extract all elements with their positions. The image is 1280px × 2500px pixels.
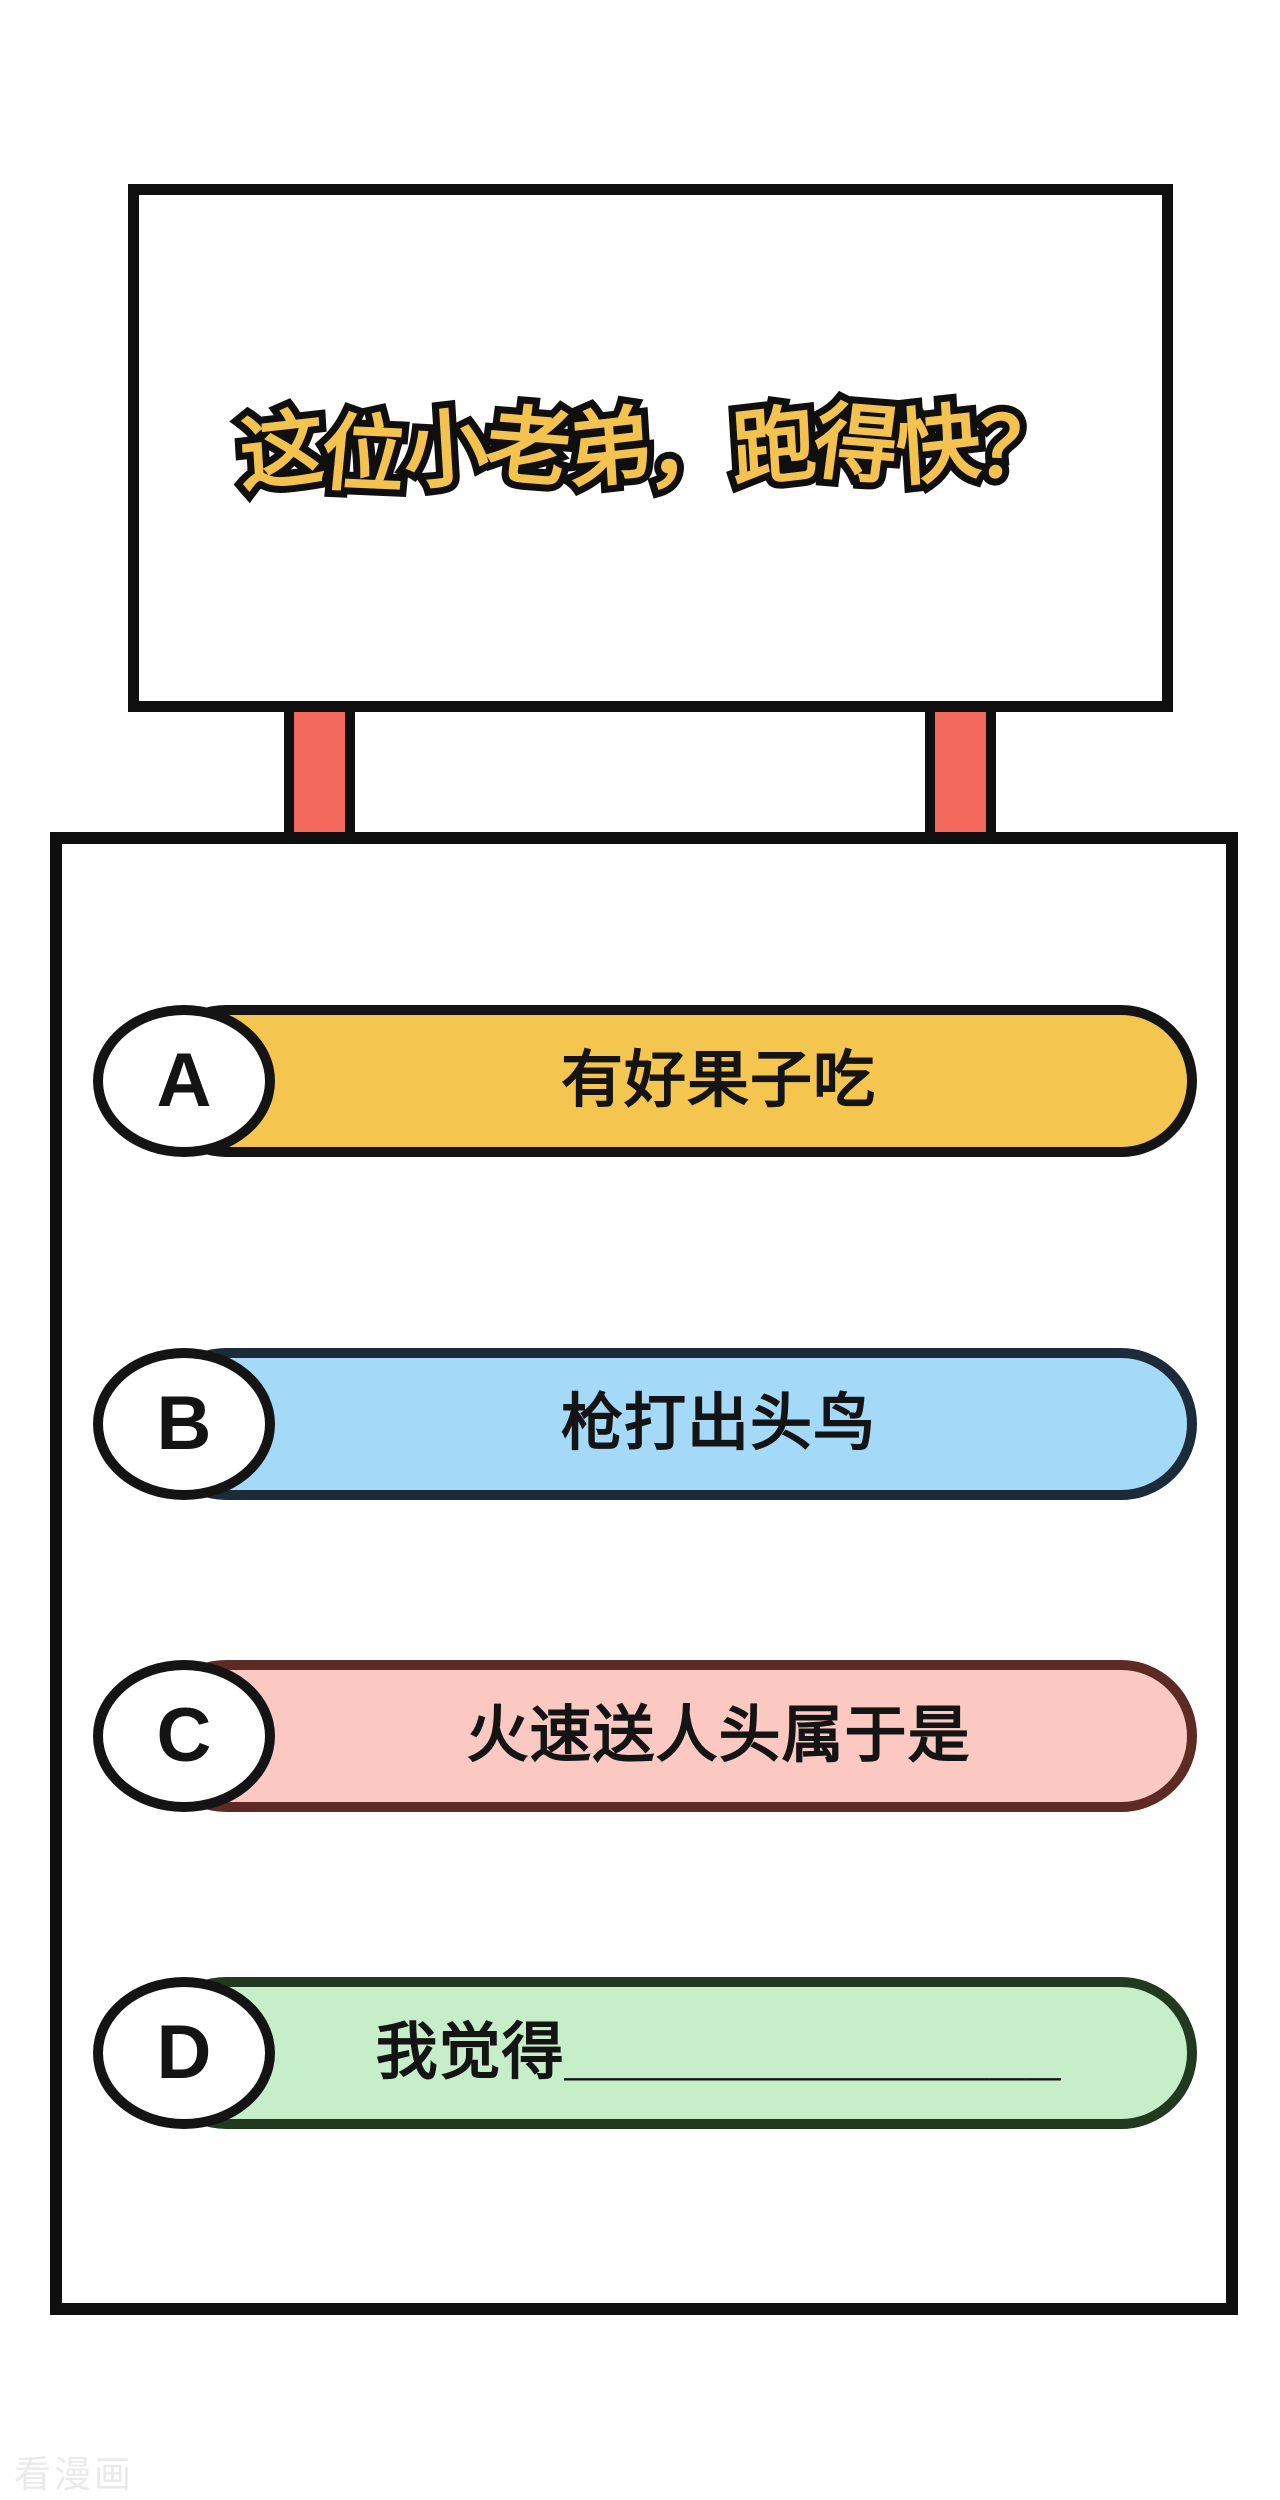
option-b-label: 枪打出头鸟: [560, 1389, 876, 1458]
option-a-letter-badge: A: [93, 1005, 275, 1157]
sign-post-right: [925, 712, 996, 833]
option-d-label: 我觉得______________: [375, 2018, 1062, 2087]
option-c-letter-badge: C: [93, 1660, 275, 1812]
option-b-letter: B: [156, 1381, 212, 1466]
option-c-letter: C: [156, 1693, 212, 1778]
option-d-letter-badge: D: [93, 1977, 275, 2129]
option-d-pill: 我觉得______________: [150, 1977, 1197, 2129]
option-a-label: 有好果子吃: [560, 1046, 876, 1115]
option-c[interactable]: 火速送人头属于是 C: [93, 1660, 1197, 1812]
option-a-pill: 有好果子吃: [150, 1005, 1197, 1157]
question-sign-board: 这位小老弟，跑得快？ 这位小老弟，跑得快？: [128, 184, 1173, 712]
option-d-letter: D: [156, 2010, 212, 2095]
option-a-letter: A: [156, 1038, 212, 1123]
question-title: 这位小老弟，跑得快？ 这位小老弟，跑得快？: [230, 387, 1071, 510]
option-c-pill: 火速送人头属于是: [150, 1660, 1197, 1812]
option-c-label: 火速送人头属于是: [466, 1701, 971, 1770]
option-b-letter-badge: B: [93, 1348, 275, 1500]
option-b[interactable]: 枪打出头鸟 B: [93, 1348, 1197, 1500]
option-b-pill: 枪打出头鸟: [150, 1348, 1197, 1500]
watermark: 看漫画: [14, 2454, 134, 2495]
question-title-text: 这位小老弟，跑得快？: [237, 393, 1065, 504]
option-a[interactable]: 有好果子吃 A: [93, 1005, 1197, 1157]
option-d[interactable]: 我觉得______________ D: [93, 1977, 1197, 2129]
sign-post-left: [284, 712, 355, 833]
